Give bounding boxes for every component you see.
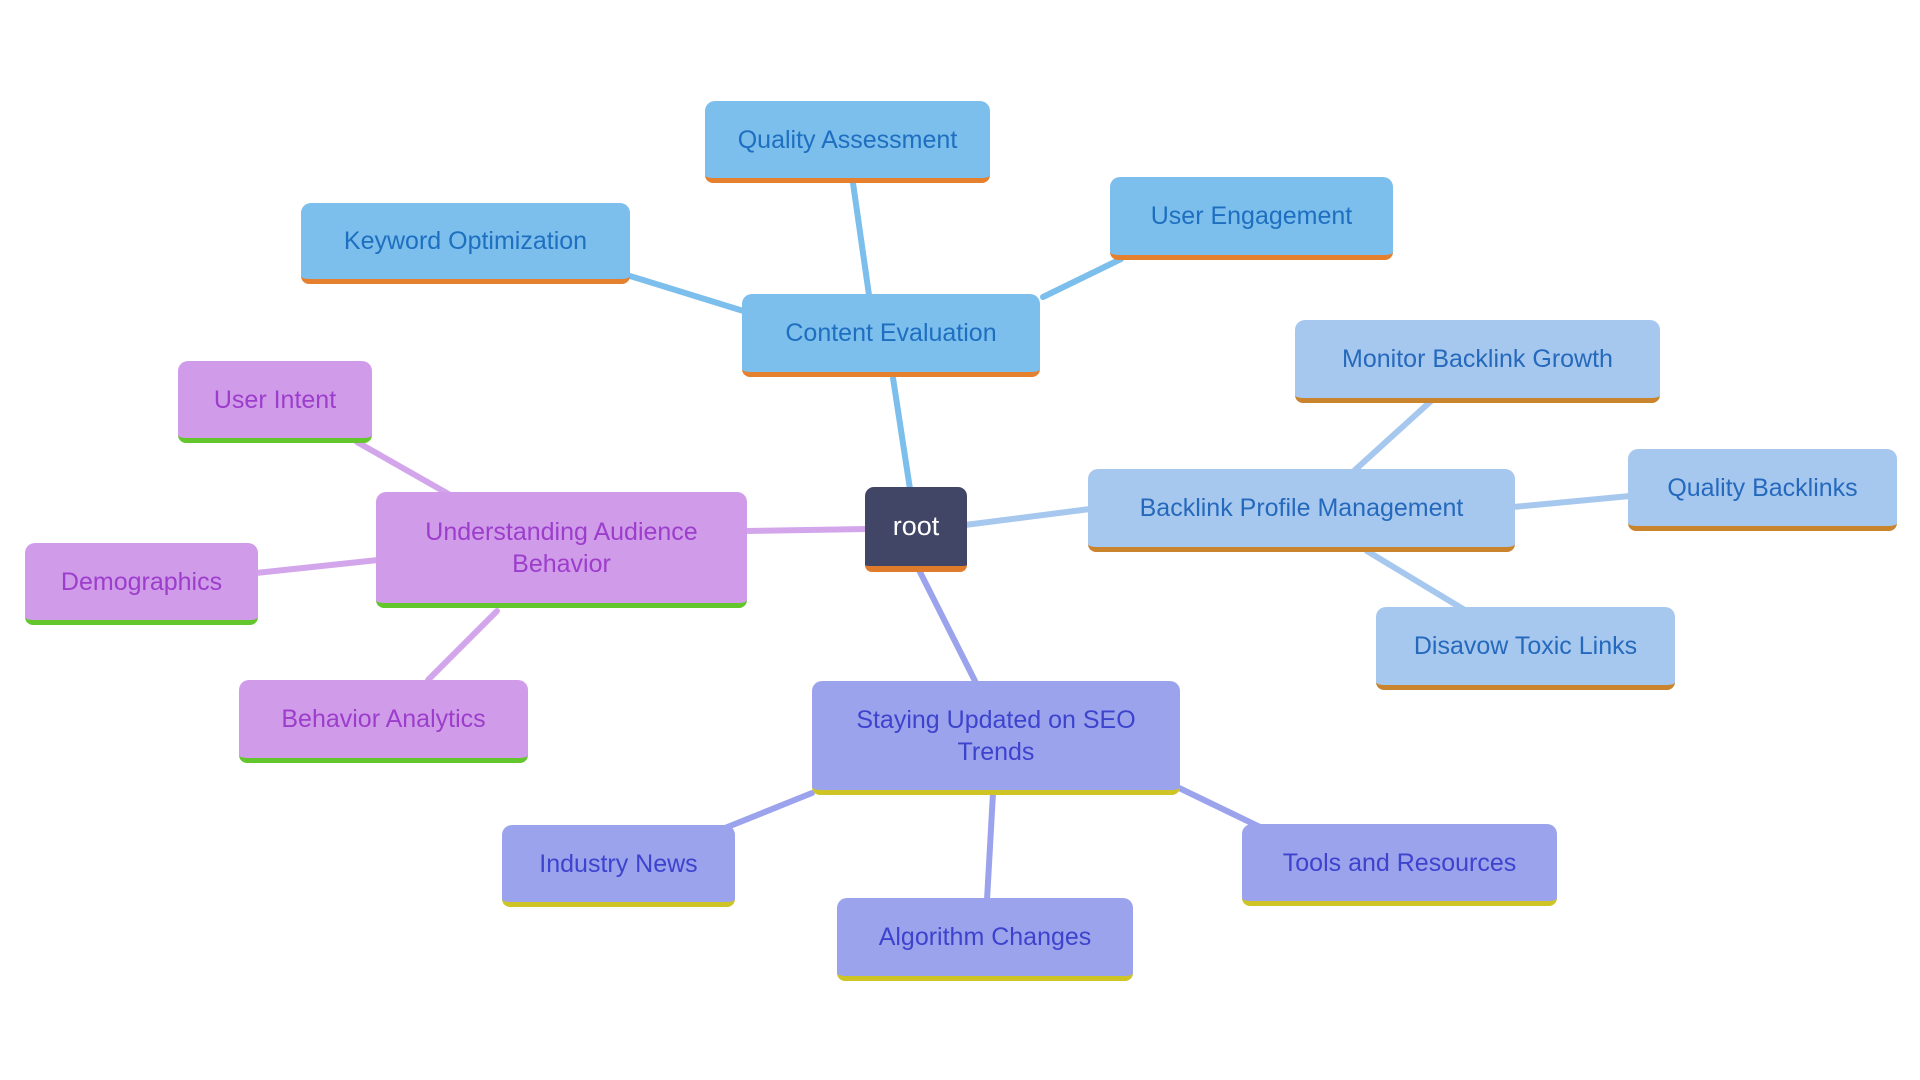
node-keyword-optimization-label: Keyword Optimization <box>343 227 588 255</box>
node-demographics: Demographics <box>25 543 258 625</box>
edge-staying-updated-tools-and-resources <box>1172 783 1265 831</box>
node-quality-assessment-label: Quality Assessment <box>737 125 958 154</box>
edge-root-staying-updated-on-seo-trends <box>916 567 979 686</box>
node-root: root <box>865 487 967 572</box>
edge-understanding-audience-behavior-behavior-analytics <box>425 608 500 683</box>
edge-backlink-profile-management-quality-backlinks <box>1510 493 1633 510</box>
node-user-engagement-label: User Engagement <box>1150 202 1353 230</box>
node-backlink-profile-management: Backlink Profile Management <box>1088 469 1515 552</box>
edge-backlink-profile-management-monitor-backlink-growth <box>1352 398 1434 473</box>
edge-understanding-audience-behavior-user-intent <box>354 439 455 499</box>
node-industry-news: Industry News <box>502 825 735 907</box>
edge-root-content-evaluation <box>890 375 913 492</box>
node-tools-and-resources-label: Tools and Resources <box>1282 848 1517 877</box>
node-quality-assessment: Quality Assessment <box>705 101 990 183</box>
edge-understanding-audience-behavior-demographics <box>253 557 381 576</box>
edge-staying-updated-industry-news <box>722 790 815 831</box>
node-disavow-toxic-links: Disavow Toxic Links <box>1376 607 1675 690</box>
node-monitor-backlink-growth: Monitor Backlink Growth <box>1295 320 1660 403</box>
node-content-evaluation-label: Content Evaluation <box>785 319 997 347</box>
node-behavior-analytics-label: Behavior Analytics <box>281 705 486 733</box>
node-backlink-profile-management-label: Backlink Profile Management <box>1139 494 1464 522</box>
node-industry-news-label: Industry News <box>539 849 698 878</box>
edge-content-evaluation-quality-assessment <box>850 180 872 298</box>
node-behavior-analytics: Behavior Analytics <box>239 680 528 763</box>
node-quality-backlinks: Quality Backlinks <box>1628 449 1897 531</box>
node-algorithm-changes: Algorithm Changes <box>837 898 1133 981</box>
edge-staying-updated-algorithm-changes <box>984 790 996 903</box>
node-staying-updated-on-seo-trends-label: Staying Updated on SEO Trends <box>856 705 1136 766</box>
node-understanding-audience-behavior-label: Understanding Audience Behavior <box>425 517 698 578</box>
node-user-intent-label: User Intent <box>213 385 337 414</box>
edge-backlink-profile-management-disavow-toxic-links <box>1364 548 1466 612</box>
node-disavow-toxic-links-label: Disavow Toxic Links <box>1413 632 1638 660</box>
node-user-engagement: User Engagement <box>1110 177 1393 260</box>
node-quality-backlinks-label: Quality Backlinks <box>1667 473 1858 502</box>
node-tools-and-resources: Tools and Resources <box>1242 824 1557 906</box>
node-algorithm-changes-label: Algorithm Changes <box>878 923 1092 951</box>
node-understanding-audience-behavior: Understanding Audience Behavior <box>376 492 747 608</box>
node-keyword-optimization: Keyword Optimization <box>301 203 630 284</box>
node-user-intent: User Intent <box>178 361 372 443</box>
node-monitor-backlink-growth-label: Monitor Backlink Growth <box>1342 345 1613 373</box>
node-staying-updated-on-seo-trends: Staying Updated on SEO Trends <box>812 681 1180 795</box>
edge-root-understanding-audience-behavior <box>743 526 870 534</box>
node-demographics-label: Demographics <box>60 567 223 596</box>
node-content-evaluation: Content Evaluation <box>742 294 1040 377</box>
node-root-label: root <box>892 511 940 542</box>
edge-content-evaluation-user-engagement <box>1040 256 1124 300</box>
edge-root-backlink-profile-management <box>962 506 1093 528</box>
